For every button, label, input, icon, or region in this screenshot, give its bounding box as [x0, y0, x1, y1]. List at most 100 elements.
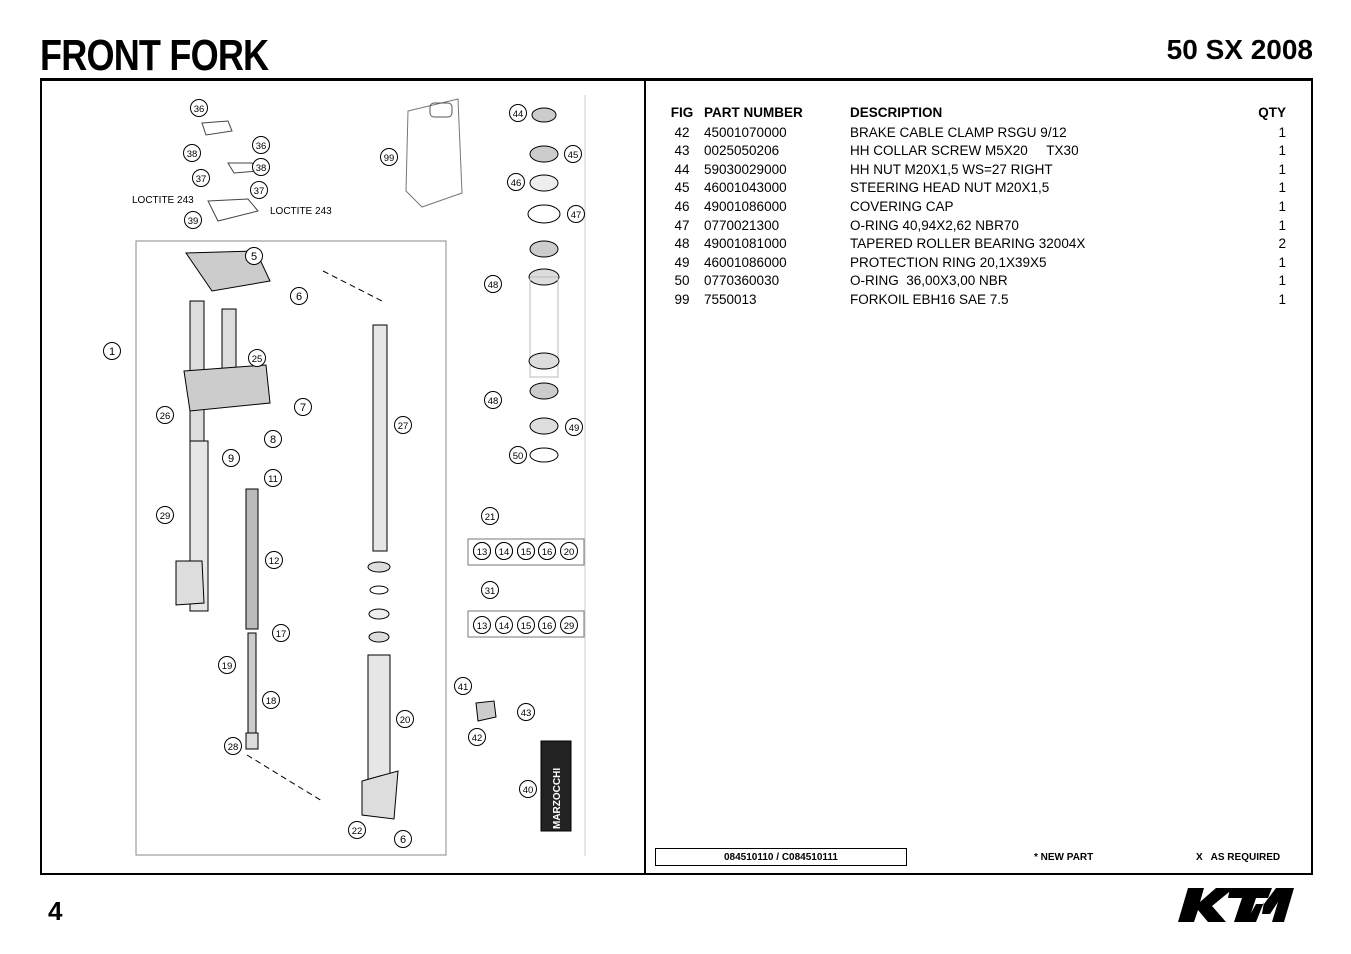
row-qty: 1 — [1278, 180, 1286, 196]
callout-number: 25 — [252, 354, 263, 365]
page-number: 4 — [48, 896, 63, 926]
row-fig: 99 — [674, 291, 690, 307]
callout-number: 39 — [188, 216, 199, 227]
loctite-label-left: LOCTITE 243 — [132, 195, 194, 206]
callout-number: 17 — [276, 629, 287, 640]
callout-circle — [156, 506, 174, 524]
callout-circle — [517, 703, 535, 721]
row-part-number: 46001086000 — [704, 254, 787, 270]
part-code-box: 084510110 / C084510111 — [655, 848, 907, 866]
callout-circle — [264, 430, 282, 448]
table-header: FIG PART NUMBER DESCRIPTION QTY — [660, 104, 1300, 123]
row-qty: 1 — [1278, 198, 1286, 214]
row-part-number: 0770360030 — [704, 273, 780, 289]
as-required-legend: X AS REQUIRED — [1196, 852, 1281, 863]
callout-circle — [262, 691, 280, 709]
callout-number: 6 — [296, 291, 302, 303]
callout-circle — [454, 677, 472, 695]
callout-number: 28 — [228, 742, 239, 753]
row-qty: 1 — [1278, 143, 1286, 159]
row-part-number: 45001070000 — [704, 124, 787, 140]
callout-circle — [252, 136, 270, 154]
callout-number: 8 — [270, 434, 276, 446]
callout-circle — [509, 446, 527, 464]
row-part-number: 49001086000 — [704, 198, 787, 214]
group-callout-number: 13 — [477, 621, 488, 632]
callout-circle — [484, 391, 502, 409]
callout-circle — [190, 99, 208, 117]
row-fig: 46 — [674, 198, 690, 214]
callout-circle — [294, 398, 312, 416]
callout-circle — [250, 181, 268, 199]
callout-circle — [567, 205, 585, 223]
callout-circle — [245, 247, 263, 265]
header-description: DESCRIPTION — [850, 105, 943, 120]
callout-number: 18 — [266, 696, 277, 707]
group-callout-number: 14 — [499, 547, 510, 558]
callout-number: 46 — [511, 178, 522, 189]
callout-circle — [156, 406, 174, 424]
callout-circle — [192, 169, 210, 187]
row-description: PROTECTION RING 20,1X39X5 — [850, 254, 1047, 270]
group-callout-circle — [495, 542, 513, 560]
callout-number: 20 — [400, 715, 411, 726]
header-fig: FIG — [670, 105, 694, 120]
callout-number: 36 — [194, 104, 205, 115]
callout-number: 44 — [513, 109, 524, 120]
group-callout-circle — [560, 616, 578, 634]
group-callout-number: 20 — [564, 547, 575, 558]
callout-number: 36 — [256, 141, 267, 152]
row-qty: 1 — [1278, 254, 1286, 270]
loctite-label-right: LOCTITE 243 — [270, 206, 332, 217]
callout-circle — [484, 275, 502, 293]
group-callout-circle — [517, 616, 535, 634]
callout-number: 1 — [109, 346, 115, 358]
row-qty: 2 — [1278, 236, 1286, 252]
callout-circle — [394, 416, 412, 434]
group-callout-number: 13 — [477, 547, 488, 558]
frame-divider — [644, 78, 646, 875]
callout-group: 3636383837373999444546475612572627891148… — [103, 99, 585, 848]
callout-circle — [348, 821, 366, 839]
callout-number: 6 — [400, 834, 406, 846]
callout-circle — [218, 656, 236, 674]
row-description: HH COLLAR SCREW M5X20 TX30 — [850, 143, 1079, 159]
row-fig: 45 — [674, 180, 690, 196]
callout-number: 7 — [300, 402, 306, 414]
callout-number: 21 — [485, 512, 496, 523]
row-qty: 1 — [1278, 291, 1286, 307]
callout-number: 41 — [458, 682, 469, 693]
group-callout-number: 29 — [564, 621, 575, 632]
group-callout-number: 14 — [499, 621, 510, 632]
row-part-number: 49001081000 — [704, 236, 787, 252]
callout-circle — [224, 737, 242, 755]
row-description: TAPERED ROLLER BEARING 32004X — [850, 236, 1086, 252]
callout-number: 29 — [160, 511, 171, 522]
group-callout-number: 16 — [542, 547, 553, 558]
row-fig: 50 — [674, 273, 690, 289]
group-callout-circle — [538, 616, 556, 634]
callout-circle — [103, 342, 121, 360]
callout-circle — [519, 780, 537, 798]
row-description: STEERING HEAD NUT M20X1,5 — [850, 180, 1050, 196]
callout-circle — [290, 287, 308, 305]
callout-number: 38 — [256, 163, 267, 174]
header-qty: QTY — [1258, 105, 1286, 120]
callout-circle — [222, 449, 240, 467]
content-frame — [40, 78, 1313, 875]
callout-number: 5 — [251, 251, 257, 263]
group-callout-circle — [473, 616, 491, 634]
row-part-number: 0770021300 — [704, 217, 780, 233]
group-callout-circle — [560, 542, 578, 560]
page-title: FRONT FORK — [40, 31, 269, 80]
callout-circle — [468, 728, 486, 746]
row-description: O-RING 40,94X2,62 NBR70 — [850, 217, 1019, 233]
callout-number: 47 — [571, 210, 582, 221]
new-part-legend: * NEW PART — [1034, 852, 1094, 863]
